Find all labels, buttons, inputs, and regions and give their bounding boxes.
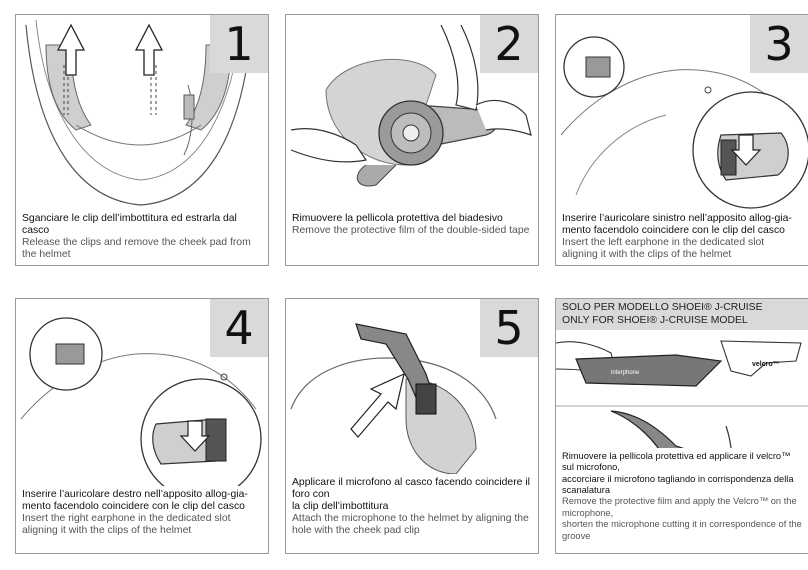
special-caption-it-line-1: Rimuovere la pellicola protettiva ed app… [562,450,791,473]
special-header-en: ONLY FOR SHOEI® J-CRUISE MODEL [562,314,748,326]
special-model-illustration: interphone velcro™ [556,331,808,531]
step-5-caption-en-line-2: hole with the cheek pad clip [292,525,420,536]
step-3-caption-it-line-1: Inserire l’auricolare sinistro nell’appo… [562,213,792,224]
step-5-number: 5 [480,299,538,357]
step-4-caption-en-line-1: Insert the right earphone in the dedicat… [22,513,231,524]
step-3-caption-en-line-2: aligning it with the clips of the helmet [562,249,732,260]
step-2-caption: Rimuovere la pellicola protettiva del bi… [286,210,538,265]
step-1-caption-it-line-2: casco [22,225,50,236]
step-5-caption-en-line-1: Attach the microphone to the helmet by a… [292,513,529,524]
step-4-caption-it-line-2: mento facendolo coincidere con le clip d… [22,501,245,512]
step-1-number: 1 [210,15,268,73]
step-4-caption-it-line-1: Inserire l’auricolare destro nell’apposi… [22,489,248,500]
step-4-caption: Inserire l’auricolare destro nell’apposi… [16,486,268,553]
mic-brand-label: interphone [611,370,640,376]
step-5-caption-it-line-1: Applicare il microfono al casco facendo … [292,477,530,500]
step-3-number: 3 [750,15,808,73]
step-2-caption-en-line-1: Remove the protective film of the double… [292,225,530,236]
step-1-caption: Sganciare le clip dell’imbottitura ed es… [16,210,268,265]
step-3-caption-en-line-1: Insert the left earphone in the dedicate… [562,237,765,248]
step-4-caption-en-line-2: aligning it with the clips of the helmet [22,525,192,536]
step-2-caption-it-line-1: Rimuovere la pellicola protettiva del bi… [292,213,503,224]
step-1-caption-it-line-1: Sganciare le clip dell’imbottitura ed es… [22,213,237,224]
step-2-number: 2 [480,15,538,73]
special-model-header: SOLO PER MODELLO SHOEI® J-CRUISE ONLY FO… [556,299,808,330]
step-2-panel: 2 Rimuovere la pellicola protettiva del … [285,14,539,266]
step-4-panel: 4 Inserire l’auricolare destro nell’appo… [15,298,269,554]
step-5-panel: 5 Applicare il microfono al casco facend… [285,298,539,554]
step-1-caption-en-line-2: the helmet [22,249,71,260]
step-5-caption: Applicare il microfono al casco facendo … [286,474,538,553]
step-5-caption-it-line-2: la clip dell’imbottitura [292,501,389,512]
special-header-it: SOLO PER MODELLO SHOEI® J-CRUISE [562,302,763,313]
step-3-illustration [556,15,808,210]
step-4-number: 4 [210,299,268,357]
special-caption-it-line-2: accorciare il microfono tagliando in cor… [562,473,794,495]
velcro-tag-label: velcro™ [752,361,780,368]
step-3-panel: 3 Inserire l’auricolare sinistro nell’ap… [555,14,808,266]
step-4-illustration [16,299,269,494]
step-3-caption-it-line-2: mento facendolo coincidere con le clip d… [562,225,785,236]
special-caption-en-line-1: Remove the protective film and apply the… [562,496,797,518]
step-5-illustration [286,299,539,494]
step-3-caption: Inserire l’auricolare sinistro nell’appo… [556,210,808,265]
step-1-caption-en-line-1: Release the clips and remove the cheek p… [22,237,251,248]
step-1-panel: 1 Sganciare le clip dell’imbottitura ed … [15,14,269,266]
special-model-panel: SOLO PER MODELLO SHOEI® J-CRUISE ONLY FO… [555,298,808,554]
special-model-caption: Rimuovere la pellicola protettiva ed app… [556,447,808,553]
special-caption-en-line-2: shorten the microphone cutting it in cor… [562,519,802,541]
step-2-illustration [286,15,539,205]
